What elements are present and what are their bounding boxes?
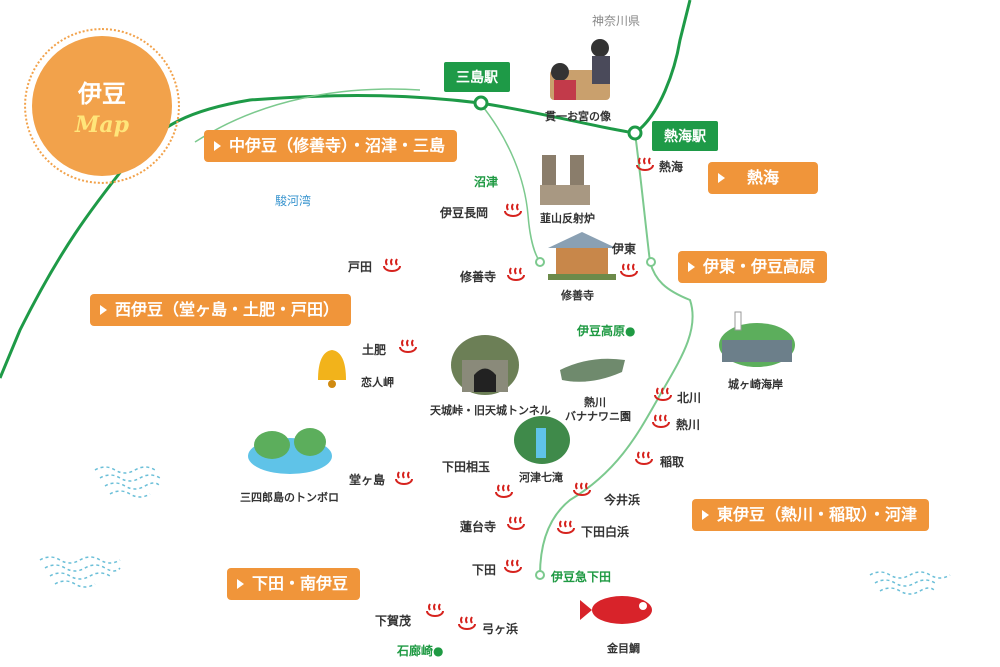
landmark-shuzenji-temple[interactable]: 修善寺 bbox=[561, 289, 594, 302]
ito-dot bbox=[646, 257, 656, 267]
ito-line bbox=[539, 132, 694, 576]
onsen-icon bbox=[383, 258, 401, 272]
onsen-heda[interactable]: 戸田 bbox=[348, 260, 373, 274]
tombolo-illustration bbox=[248, 428, 332, 474]
arrow-right-icon bbox=[214, 140, 221, 151]
landmark-banana-wani[interactable]: バナナワニ園 bbox=[565, 410, 631, 423]
landmark-atagawa-1[interactable]: 熱川 bbox=[584, 396, 606, 409]
atami-station[interactable]: 熱海駅 bbox=[652, 121, 718, 151]
mishima-station-dot bbox=[473, 95, 489, 111]
badge-title: 伊豆 bbox=[78, 80, 126, 108]
region-shimoda-button[interactable]: 下田・南伊豆 bbox=[227, 568, 361, 600]
place-izukyu-shimoda: 伊豆急下田 bbox=[551, 570, 612, 584]
onsen-shimoda-shirahama[interactable]: 下田白浜 bbox=[581, 525, 630, 539]
kanichi-omiya-illustration bbox=[550, 39, 610, 100]
onsen-toi[interactable]: 土肥 bbox=[362, 343, 387, 357]
onsen-inatori[interactable]: 稲取 bbox=[660, 455, 685, 469]
region-nishi-izu-button[interactable]: 西伊豆（堂ヶ島・土肥・戸田） bbox=[90, 294, 352, 326]
wave-deco-2 bbox=[39, 556, 121, 588]
onsen-icon bbox=[399, 339, 417, 353]
arrow-right-icon bbox=[237, 578, 244, 589]
arrow-right-icon bbox=[702, 509, 709, 520]
region-ito-button[interactable]: 伊東・伊豆高原 bbox=[678, 251, 828, 283]
onsen-dogashima[interactable]: 堂ヶ島 bbox=[349, 473, 386, 487]
onsen-atagawa[interactable]: 熱川 bbox=[676, 418, 701, 432]
landmark-kinmedai[interactable]: 金目鯛 bbox=[607, 642, 640, 655]
onsen-imaihama[interactable]: 今井浜 bbox=[604, 493, 641, 507]
onsen-yumigahama[interactable]: 弓ヶ浜 bbox=[482, 622, 519, 636]
onsen-icon bbox=[573, 482, 591, 496]
atami-station-dot bbox=[627, 125, 643, 141]
onsen-rendaiji[interactable]: 蓮台寺 bbox=[460, 520, 497, 534]
onsen-shimogamo[interactable]: 下賀茂 bbox=[375, 614, 412, 628]
kinmedai-illustration bbox=[580, 596, 652, 624]
shuzenji-dot bbox=[535, 257, 545, 267]
arrow-right-icon bbox=[718, 172, 725, 183]
onsen-icon bbox=[458, 616, 476, 630]
bay-label: 駿河湾 bbox=[275, 194, 312, 208]
banana-wani-illustration bbox=[560, 358, 625, 382]
place-numazu: 沼津 bbox=[474, 175, 499, 189]
region-label: 熱海 bbox=[747, 168, 780, 187]
izukyu-dot bbox=[535, 570, 545, 580]
region-atami-button[interactable]: 熱海 bbox=[708, 162, 818, 194]
onsen-atami[interactable]: 熱海 bbox=[659, 160, 684, 174]
place-shimoda-aitama: 下田相玉 bbox=[442, 460, 491, 474]
wave-deco-1 bbox=[94, 466, 161, 498]
prefecture-label: 神奈川県 bbox=[592, 14, 641, 28]
onsen-icon bbox=[557, 520, 575, 534]
onsen-icon bbox=[620, 263, 638, 277]
place-izu-kogen: 伊豆高原● bbox=[577, 324, 636, 338]
onsen-shuzenji[interactable]: 修善寺 bbox=[460, 270, 497, 284]
landmark-tombolo[interactable]: 三四郎島のトンボロ bbox=[240, 491, 339, 504]
landmark-nirayama[interactable]: 韮山反射炉 bbox=[540, 212, 595, 225]
arrow-right-icon bbox=[688, 261, 695, 272]
landmark-koibitomisaki[interactable]: 恋人岬 bbox=[361, 376, 394, 389]
nirayama-illustration bbox=[540, 155, 590, 205]
region-label: 東伊豆（熱川・稲取）・河津 bbox=[717, 505, 918, 524]
mishima-station[interactable]: 三島駅 bbox=[444, 62, 510, 92]
shuzenji-temple-illustration bbox=[548, 232, 616, 280]
onsen-izu-nagaoka[interactable]: 伊豆長岡 bbox=[440, 206, 489, 220]
badge-subtitle: Map bbox=[75, 112, 129, 138]
amagi-tunnel-illustration bbox=[451, 335, 519, 395]
onsen-shimoda[interactable]: 下田 bbox=[472, 563, 497, 577]
coast-line bbox=[194, 88, 421, 143]
onsen-icon bbox=[636, 157, 654, 171]
onsen-icon bbox=[495, 484, 513, 498]
landmark-kanichi-omiya[interactable]: 貫一お宮の像 bbox=[545, 110, 611, 123]
landmark-amagi-tunnel[interactable]: 天城峠・旧天城トンネル bbox=[430, 404, 551, 417]
izu-map-badge: 伊豆 Map bbox=[24, 28, 180, 184]
onsen-icon bbox=[635, 451, 653, 465]
place-irozaki: 石廊崎● bbox=[397, 644, 444, 658]
arrow-right-icon bbox=[100, 304, 107, 315]
onsen-ito[interactable]: 伊東 bbox=[612, 242, 637, 256]
onsen-icon bbox=[654, 387, 672, 401]
onsen-icon bbox=[507, 267, 525, 281]
onsen-hokkawa[interactable]: 北川 bbox=[677, 391, 702, 405]
region-higashi-izu-button[interactable]: 東伊豆（熱川・稲取）・河津 bbox=[692, 499, 930, 531]
region-naka-izu-button[interactable]: 中伊豆（修善寺）・沼津・三島 bbox=[204, 130, 458, 162]
onsen-icon bbox=[504, 203, 522, 217]
region-label: 伊東・伊豆高原 bbox=[703, 257, 816, 276]
koibito-bell-illustration bbox=[318, 350, 346, 388]
onsen-icon bbox=[504, 559, 522, 573]
wave-deco-3 bbox=[869, 571, 951, 595]
jogasaki-illustration bbox=[719, 311, 795, 367]
onsen-icon bbox=[507, 516, 525, 530]
region-label: 西伊豆（堂ヶ島・土肥・戸田） bbox=[115, 300, 340, 319]
region-label: 下田・南伊豆 bbox=[252, 574, 349, 593]
landmark-jogasaki[interactable]: 城ヶ崎海岸 bbox=[728, 378, 783, 391]
kawazu-falls-illustration bbox=[514, 416, 570, 464]
onsen-icon bbox=[395, 471, 413, 485]
onsen-icon bbox=[426, 603, 444, 617]
region-label: 中伊豆（修善寺）・沼津・三島 bbox=[229, 136, 446, 155]
onsen-icon bbox=[652, 414, 670, 428]
izuhakone-line bbox=[479, 102, 541, 263]
landmark-kawazu-nanadaru[interactable]: 河津七滝 bbox=[519, 471, 563, 484]
